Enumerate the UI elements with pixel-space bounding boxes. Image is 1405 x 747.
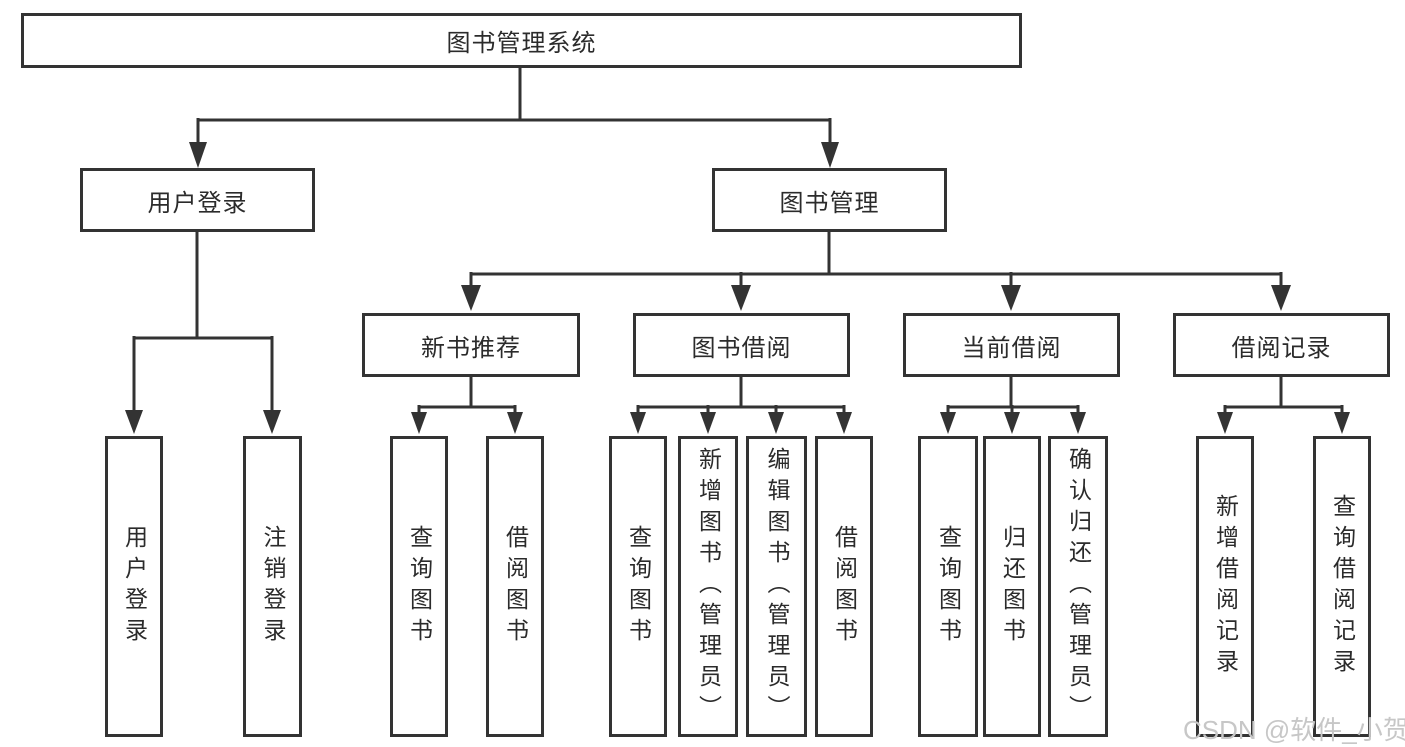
node-leaf-add-borrow-record: 新增借阅记录 — [1196, 436, 1254, 737]
node-book-borrowing: 图书借阅 — [633, 313, 850, 377]
node-leaf-user-login: 用户登录 — [105, 436, 163, 737]
node-leaf-borrow-books-borrowing: 借阅图书 — [815, 436, 873, 737]
node-leaf-logout: 注销登录 — [243, 436, 302, 737]
node-current-borrowing: 当前借阅 — [903, 313, 1120, 377]
node-root-library-system: 图书管理系统 — [21, 13, 1022, 68]
node-leaf-query-books-borrowing: 查询图书 — [609, 436, 667, 737]
node-book-management: 图书管理 — [712, 168, 947, 232]
node-leaf-add-books-admin: 新增图书（管理员） — [678, 436, 738, 737]
node-leaf-confirm-return-admin: 确认归还（管理员） — [1048, 436, 1108, 737]
node-leaf-edit-books-admin: 编辑图书（管理员） — [746, 436, 807, 737]
node-leaf-query-borrow-record: 查询借阅记录 — [1313, 436, 1371, 737]
node-leaf-borrow-books-recommend: 借阅图书 — [486, 436, 544, 737]
watermark-text: CSDN @软件_小贺同学 — [1183, 715, 1405, 745]
node-leaf-return-books: 归还图书 — [983, 436, 1041, 737]
node-user-login: 用户登录 — [80, 168, 315, 232]
node-leaf-query-books-recommend: 查询图书 — [390, 436, 448, 737]
node-new-book-recommend: 新书推荐 — [362, 313, 580, 377]
node-borrowing-records: 借阅记录 — [1173, 313, 1390, 377]
node-leaf-query-books-current: 查询图书 — [918, 436, 978, 737]
